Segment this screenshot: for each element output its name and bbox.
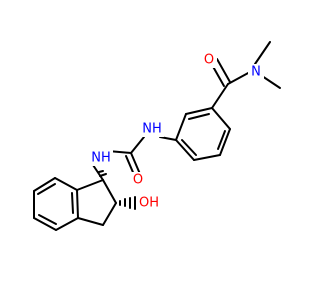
indane-double-3 [71,192,74,214]
ring1-bond-c [175,139,195,161]
indane-benz-a [54,177,78,191]
indane-benz-e [55,217,79,231]
ring1-double-2 [181,139,197,156]
ring1-bond-e [219,128,231,156]
bond-n-methyl-up [254,41,271,65]
indane-benz-d [33,217,57,231]
bond-ring-nh [159,136,177,141]
benzamide-ring [175,107,231,161]
bond-nh-urea-c [130,136,145,154]
stereo-hash-c1-nh [98,170,107,177]
atom-o-amide: O [204,53,214,68]
ring1-bond-a [185,107,213,115]
indane-c1-c2 [102,179,117,204]
atom-oh: OH [139,196,159,211]
ring1-double-1 [188,113,210,120]
bond-carbonyl-amide-2 [216,58,231,83]
stereo-hash-c2-oh [119,196,136,210]
atom-nh-aryl: NH [142,122,162,137]
bond-amide-cn [227,71,251,85]
indane-c2-c3 [102,202,117,226]
atom-nh-indane: NH [91,151,111,166]
ring1-bond-f [211,107,231,130]
indane-c7a-c1 [76,179,104,191]
indane-benz-b [33,177,56,192]
ring1-double-3 [217,130,226,150]
ring1-bond-b [175,113,187,141]
atom-labels: O N NH O NH OH [89,52,264,211]
indane-double-2 [38,214,57,225]
bond-nh-indane-c1 [92,164,104,181]
bond-n-methyl-right [261,75,281,89]
indane-system [33,177,136,231]
bond-urea-co-1 [130,152,141,175]
atom-o-urea: O [133,173,143,188]
bond-carbonyl-ring [211,83,229,109]
atom-n-amide: N [251,65,261,80]
urea-group [107,136,145,178]
ring1-bond-d [193,154,221,161]
indane-c3-c3a [77,217,104,226]
molecule-structure-diagram: O N NH O NH OH [33,41,281,231]
indane-double-1 [37,183,56,195]
indane-c3a-c7a [76,189,79,219]
dimethylamide-group [210,41,281,109]
